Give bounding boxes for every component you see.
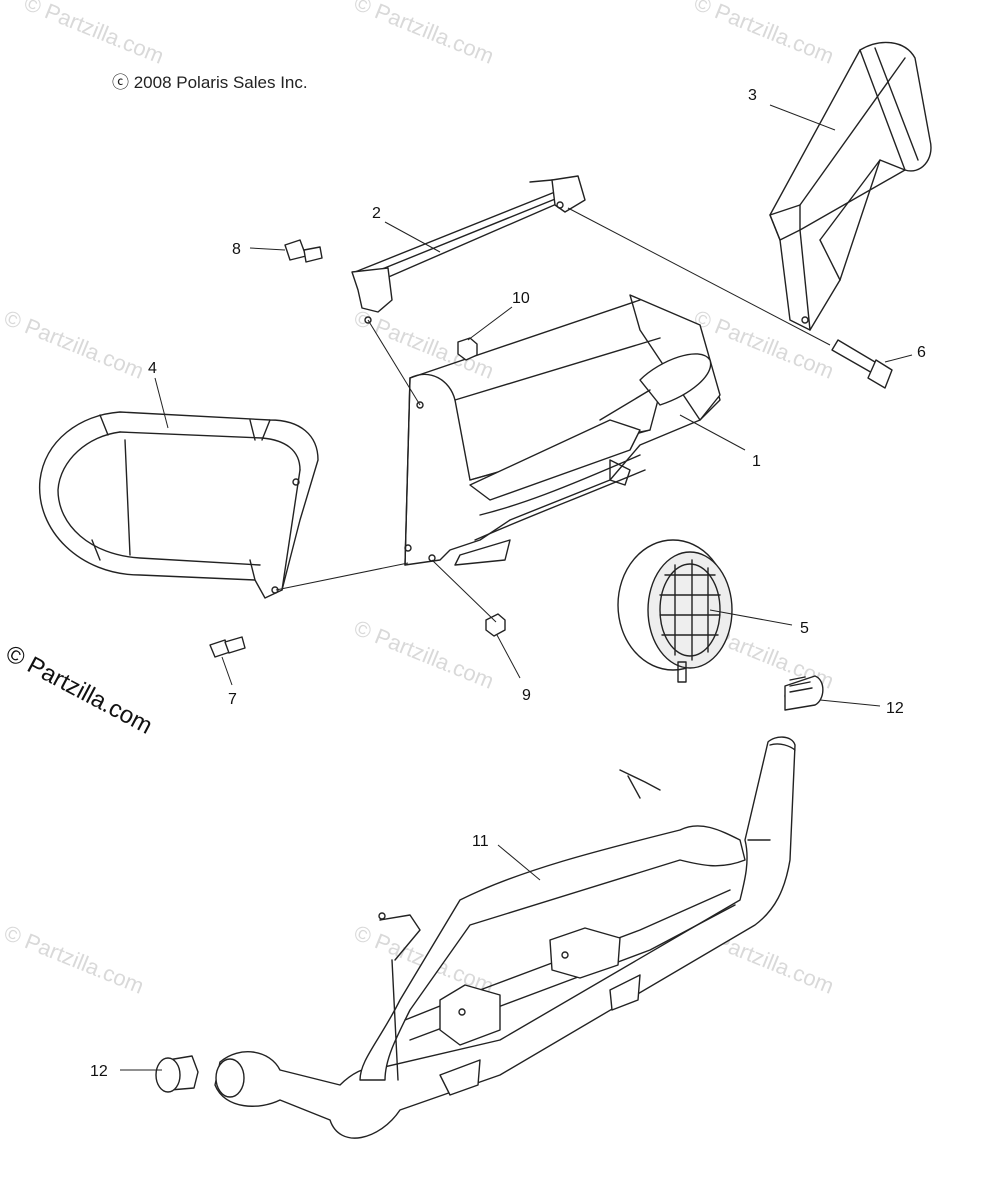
leader-3: [769, 104, 836, 131]
callout-4: 4: [148, 360, 157, 377]
callout-10: 10: [512, 290, 530, 307]
callout-12-right: 12: [886, 700, 904, 717]
part-3-guard[interactable]: [769, 41, 932, 331]
leader-11: [497, 844, 541, 881]
callout-6: 6: [917, 344, 926, 361]
part-6-bolt[interactable]: [831, 339, 893, 389]
part-10-nut[interactable]: [457, 337, 478, 361]
callout-5: 5: [800, 620, 809, 637]
part-4-guard[interactable]: [38, 411, 319, 599]
part-2-bar[interactable]: [351, 175, 586, 324]
leader-7: [221, 656, 233, 686]
part-12-cap-left[interactable]: [155, 1055, 199, 1093]
callout-9: 9: [522, 687, 531, 704]
callout-3: 3: [748, 87, 757, 104]
leader-8: [249, 247, 286, 251]
part-1-bracket[interactable]: [404, 294, 721, 566]
callout-11: 11: [472, 833, 489, 850]
part-9-nut[interactable]: [485, 613, 506, 637]
leader-5: [709, 609, 793, 626]
callout-1: 1: [752, 453, 761, 470]
leader-9: [496, 634, 521, 679]
copyright-notice: ⓒ 2008 Polaris Sales Inc.: [112, 73, 308, 92]
part-11-bumper[interactable]: [214, 736, 796, 1139]
leader-6: [884, 354, 913, 363]
leader-12a: [819, 699, 881, 707]
leader-4: [154, 377, 169, 429]
callout-2: 2: [372, 205, 381, 222]
part-5-light[interactable]: [617, 539, 733, 683]
callout-12-left: 12: [90, 1063, 108, 1080]
part-8-bolt[interactable]: [284, 239, 323, 263]
leader-1: [679, 414, 746, 451]
leader-2: [384, 221, 441, 253]
callout-8: 8: [232, 241, 241, 258]
part-7-bolt[interactable]: [209, 636, 246, 658]
leader-10: [467, 306, 513, 341]
callout-7: 7: [228, 691, 237, 708]
part-12-cap-right[interactable]: [784, 675, 824, 711]
